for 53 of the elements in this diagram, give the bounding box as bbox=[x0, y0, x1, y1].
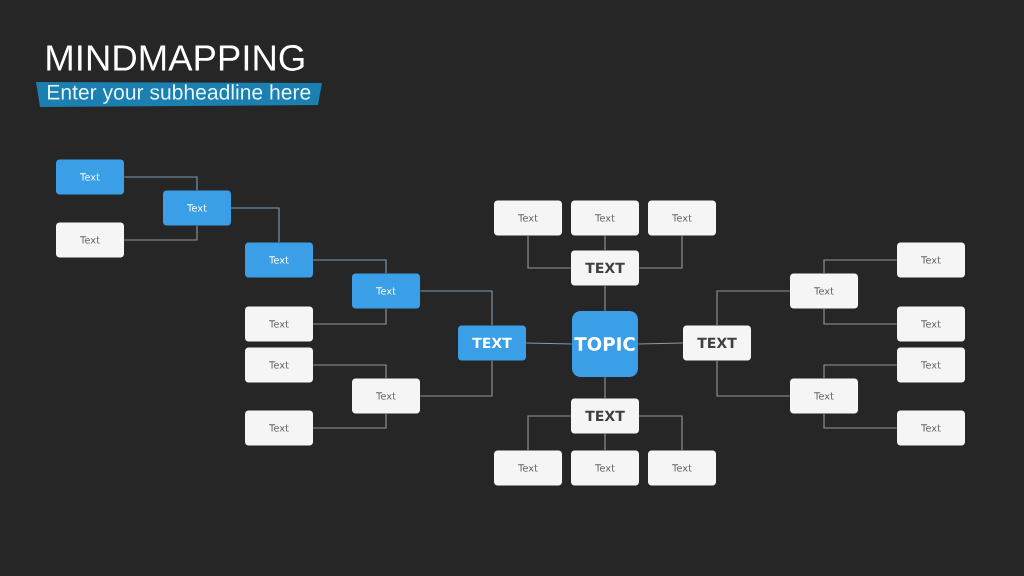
branch-box: TEXT bbox=[683, 325, 751, 361]
leaf-box: Text bbox=[245, 306, 313, 342]
leaf-box: Text bbox=[245, 347, 313, 383]
leaf-box: Text bbox=[571, 200, 639, 236]
leaf-box: Text bbox=[790, 378, 858, 414]
connector bbox=[230, 207, 280, 243]
branch-box: TEXT bbox=[571, 398, 639, 434]
leaf-box: Text bbox=[897, 306, 965, 342]
connector bbox=[604, 235, 606, 251]
connector bbox=[823, 413, 898, 429]
connector bbox=[527, 415, 572, 451]
connector bbox=[716, 290, 791, 326]
connector bbox=[823, 259, 898, 274]
leaf-box: Text bbox=[494, 200, 562, 236]
title: MINDMAPPING bbox=[47, 45, 304, 71]
leaf-box: Text bbox=[494, 450, 562, 486]
topic-box: TOPIC bbox=[572, 311, 638, 377]
leaf-box: Text bbox=[897, 410, 965, 446]
leaf-box: Text bbox=[56, 222, 124, 258]
leaf-box: Text bbox=[648, 200, 716, 236]
leaf-box: Text bbox=[352, 273, 420, 309]
connector bbox=[604, 433, 606, 451]
connector bbox=[527, 235, 572, 269]
leaf-box: Text bbox=[163, 190, 231, 226]
leaf-box: Text bbox=[790, 273, 858, 309]
connector bbox=[716, 360, 791, 397]
connector bbox=[312, 308, 387, 325]
connector bbox=[823, 364, 898, 379]
leaf-box: Text bbox=[571, 450, 639, 486]
leaf-box: Text bbox=[352, 378, 420, 414]
connector bbox=[604, 376, 606, 399]
connector bbox=[525, 342, 573, 345]
connector bbox=[123, 225, 198, 241]
connector bbox=[638, 415, 683, 451]
leaf-box: Text bbox=[245, 242, 313, 278]
connector bbox=[637, 342, 684, 345]
connector bbox=[604, 285, 606, 312]
connector bbox=[312, 364, 387, 379]
connector bbox=[823, 308, 898, 325]
connector bbox=[312, 259, 387, 274]
connector bbox=[312, 413, 387, 429]
leaf-box: Text bbox=[897, 347, 965, 383]
leaf-box: Text bbox=[245, 410, 313, 446]
branch-box: TEXT bbox=[571, 250, 639, 286]
connector bbox=[638, 235, 683, 269]
leaf-box: Text bbox=[897, 242, 965, 278]
connector bbox=[419, 360, 493, 397]
branch-box: TEXT bbox=[458, 325, 526, 361]
subheadline-banner: Enter your subheadline here bbox=[36, 82, 322, 107]
leaf-box: Text bbox=[648, 450, 716, 486]
connector bbox=[419, 290, 493, 326]
leaf-box: Text bbox=[56, 159, 124, 195]
connector bbox=[123, 176, 198, 191]
